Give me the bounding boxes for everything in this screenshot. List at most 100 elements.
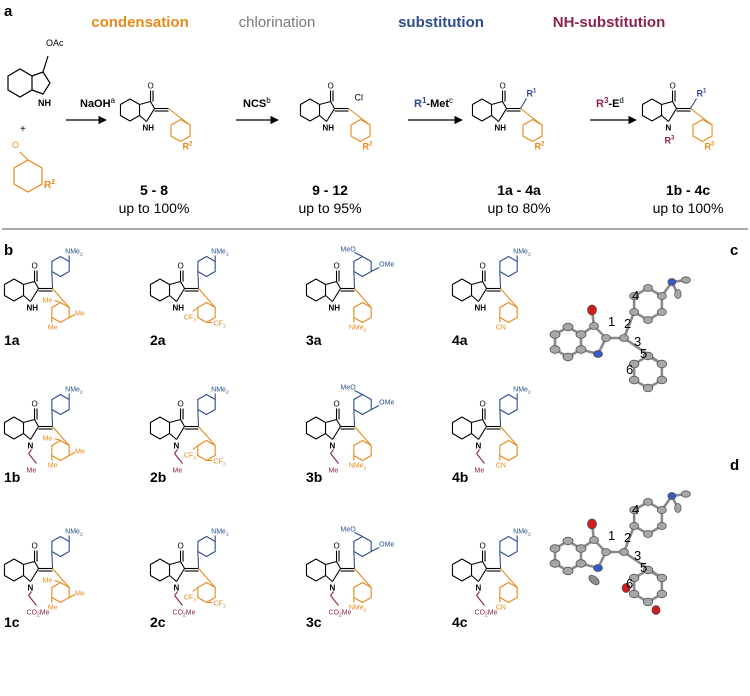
- atom: [628, 573, 640, 583]
- product-yield-2: up to 95%: [298, 200, 361, 216]
- meo-label: MeO: [341, 527, 357, 534]
- upper-aryl-ring: [353, 255, 372, 278]
- bond: [180, 281, 186, 289]
- bond: [478, 288, 487, 302]
- bond: [370, 405, 380, 410]
- cf3-label: CF3: [214, 601, 226, 610]
- benzene-ring: [149, 278, 171, 302]
- step-chlorination: chlorination: [239, 14, 316, 31]
- reagent-ncs: NCS: [243, 98, 266, 110]
- bond: [668, 108, 677, 122]
- ome-label: OMe: [379, 400, 394, 407]
- bond: [661, 100, 673, 106]
- nh-label: NH: [323, 124, 335, 133]
- bond: [478, 426, 487, 440]
- svg-text:R2: R2: [44, 179, 55, 191]
- atom: [667, 278, 677, 286]
- co2me-label: CO2Me: [329, 610, 352, 619]
- acetate-label: OAc: [46, 38, 64, 48]
- atom: [629, 522, 640, 530]
- bond: [330, 101, 336, 109]
- torsion-number: 6: [626, 576, 633, 591]
- bond: [336, 419, 342, 427]
- lower-aryl-ring: [499, 439, 518, 462]
- atom: [589, 322, 599, 330]
- bond: [68, 452, 76, 456]
- product-label-2: 9 - 12: [312, 182, 348, 198]
- reagent-naoh: NaOH: [80, 98, 111, 110]
- panel-label-a: a: [4, 3, 13, 20]
- carbonyl-o: O: [334, 542, 340, 551]
- bond: [34, 281, 40, 289]
- bond: [491, 100, 503, 106]
- atom: [628, 375, 640, 385]
- cf3-label: CF3: [214, 321, 226, 330]
- carbonyl-o: O: [178, 542, 184, 551]
- compound-label: 4b: [452, 469, 468, 485]
- benzene-ring: [305, 278, 327, 302]
- torsion-number: 5: [640, 346, 647, 361]
- meo-label: MeO: [341, 385, 357, 392]
- lower-aryl-ring: [51, 301, 70, 324]
- bond: [471, 575, 479, 582]
- atom: [643, 530, 653, 538]
- atom: [587, 518, 597, 530]
- bond: [622, 311, 636, 339]
- bond: [332, 288, 341, 302]
- bond: [169, 295, 177, 302]
- step-substitution: substitution: [398, 14, 484, 31]
- atom: [629, 308, 640, 316]
- nme2-label: NMe2: [65, 387, 83, 396]
- bond: [52, 426, 70, 446]
- bond: [330, 591, 334, 596]
- atom: [621, 583, 631, 593]
- bond: [353, 409, 356, 427]
- atom: [575, 544, 587, 553]
- nh-label: NH: [173, 304, 185, 313]
- torsion-number: 2: [624, 316, 631, 331]
- bond: [197, 409, 200, 427]
- bond: [330, 449, 334, 454]
- atom: [549, 559, 561, 568]
- atom: [642, 597, 654, 607]
- atom: [619, 334, 629, 342]
- product-label-4: 1b - 4c: [666, 182, 711, 198]
- co2me-label: CO2Me: [475, 610, 498, 619]
- nme2-label: NMe2: [211, 249, 229, 258]
- lower-aryl-ring: [353, 581, 372, 604]
- bond: [52, 288, 70, 308]
- benzene-ring: [305, 416, 327, 440]
- svg-text:R1-Metc: R1-Metc: [414, 96, 453, 110]
- bond: [23, 280, 35, 286]
- bond: [498, 108, 507, 122]
- bond: [34, 419, 40, 427]
- upper-aryl-ring: [51, 393, 70, 416]
- bond: [482, 561, 488, 569]
- upper-aryl-ring: [197, 535, 216, 558]
- n-label: N: [330, 442, 336, 451]
- nh-label: NH: [329, 304, 341, 313]
- upper-aryl-ring: [51, 255, 70, 278]
- bond: [30, 426, 39, 440]
- bond: [499, 551, 502, 569]
- cf3-label: CF3: [214, 459, 226, 468]
- atom: [549, 544, 561, 553]
- bond: [353, 551, 356, 569]
- r1-label: R1: [527, 89, 538, 99]
- carbonyl-o: O: [480, 542, 486, 551]
- reagent-r1: R: [414, 98, 422, 110]
- bond: [23, 295, 31, 302]
- bond: [336, 281, 342, 289]
- bond: [176, 426, 185, 440]
- torsion-number: 3: [634, 548, 641, 563]
- svg-text:R3-Ed: R3-Ed: [596, 96, 624, 110]
- bond: [54, 579, 61, 584]
